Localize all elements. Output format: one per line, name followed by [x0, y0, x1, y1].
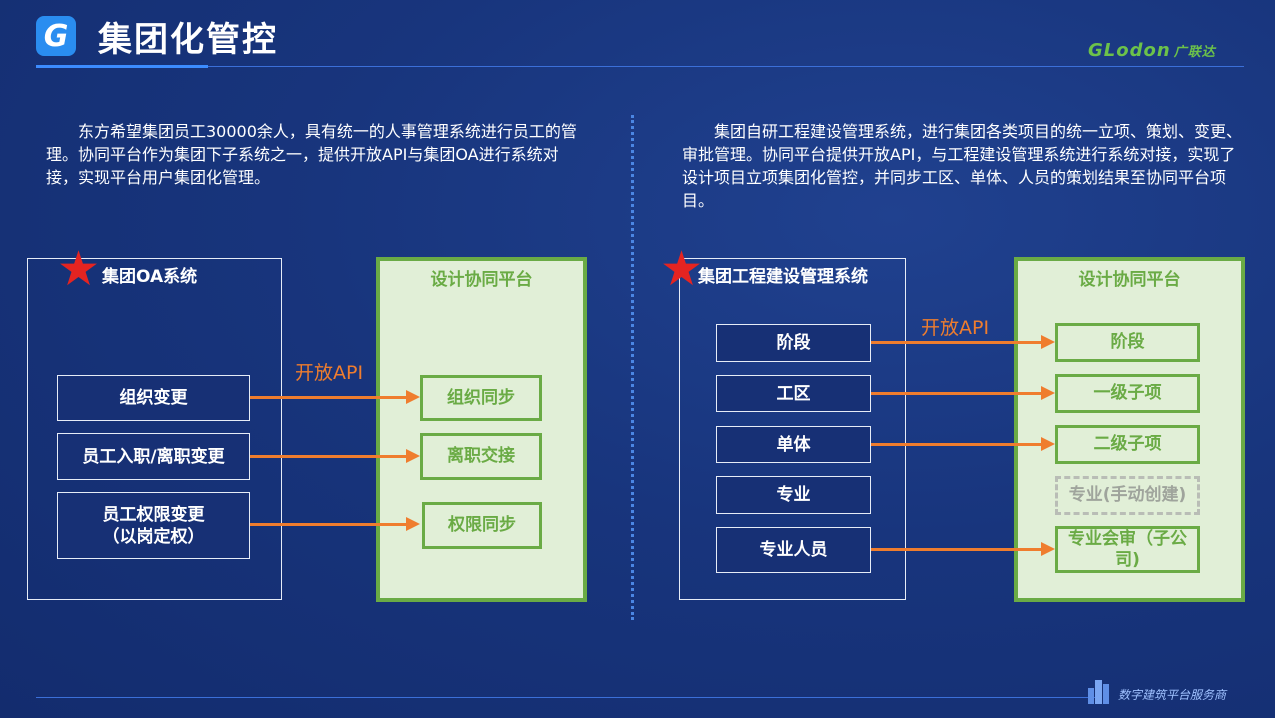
source-item-stage: 阶段 [716, 324, 871, 362]
source-item-unit: 单体 [716, 426, 871, 463]
header-accent-bar [36, 65, 208, 68]
oa-system-title: 集团OA系统 [102, 267, 198, 287]
right-platform-title: 设计协同平台 [1078, 270, 1181, 290]
right-api-label: 开放API [921, 317, 990, 339]
left-api-label: 开放API [295, 362, 364, 384]
brand-name: GLodon [1088, 40, 1171, 61]
arrow-org [250, 390, 420, 404]
arrow-staff [250, 449, 420, 463]
footer-tagline: 数字建筑平台服务商 [1118, 688, 1227, 702]
glodon-logo-icon: G [36, 16, 76, 56]
construction-system-title: 集团工程建设管理系统 [698, 267, 868, 287]
source-item-discipline: 专业 [716, 476, 871, 514]
arrow-permission [250, 517, 420, 531]
arrow-personnel [871, 542, 1055, 556]
footer-divider [36, 697, 1096, 698]
arrow-stage [871, 335, 1055, 349]
brand-cn: 广联达 [1173, 45, 1216, 60]
target-item-review: 专业会审（子公司) [1055, 526, 1200, 573]
building-icon [1088, 680, 1109, 704]
center-divider [631, 115, 634, 620]
target-item-manual-discipline: 专业(手动创建) [1055, 476, 1200, 515]
left-description: 东方希望集团员工30000余人，具有统一的人事管理系统进行员工的管理。协同平台作… [46, 122, 577, 187]
right-description: 集团自研工程建设管理系统，进行集团各类项目的统一立项、策划、变更、审批管理。协同… [682, 122, 1243, 210]
page-title: 集团化管控 [98, 20, 278, 60]
target-item-level1: 一级子项 [1055, 374, 1200, 413]
source-item-permission-change: 员工权限变更 （以岗定权） [57, 492, 250, 559]
arrow-work-area [871, 386, 1055, 400]
target-item-org-sync: 组织同步 [420, 375, 542, 421]
oa-system-box [27, 258, 282, 600]
source-item-org-change: 组织变更 [57, 375, 250, 421]
target-item-level2: 二级子项 [1055, 425, 1200, 464]
left-platform-panel: 设计协同平台 [376, 257, 587, 602]
star-icon-right: ★ [660, 241, 704, 297]
target-item-handover: 离职交接 [420, 433, 542, 480]
construction-system-box [679, 258, 906, 600]
source-item-work-area: 工区 [716, 375, 871, 412]
left-platform-title: 设计协同平台 [430, 270, 533, 290]
source-item-staff-change: 员工入职/离职变更 [57, 433, 250, 480]
target-item-permission-sync: 权限同步 [422, 502, 542, 549]
source-item-personnel: 专业人员 [716, 527, 871, 573]
header-divider [36, 66, 1244, 67]
arrow-unit [871, 437, 1055, 451]
star-icon: ★ [57, 241, 101, 297]
target-item-stage: 阶段 [1055, 323, 1200, 362]
